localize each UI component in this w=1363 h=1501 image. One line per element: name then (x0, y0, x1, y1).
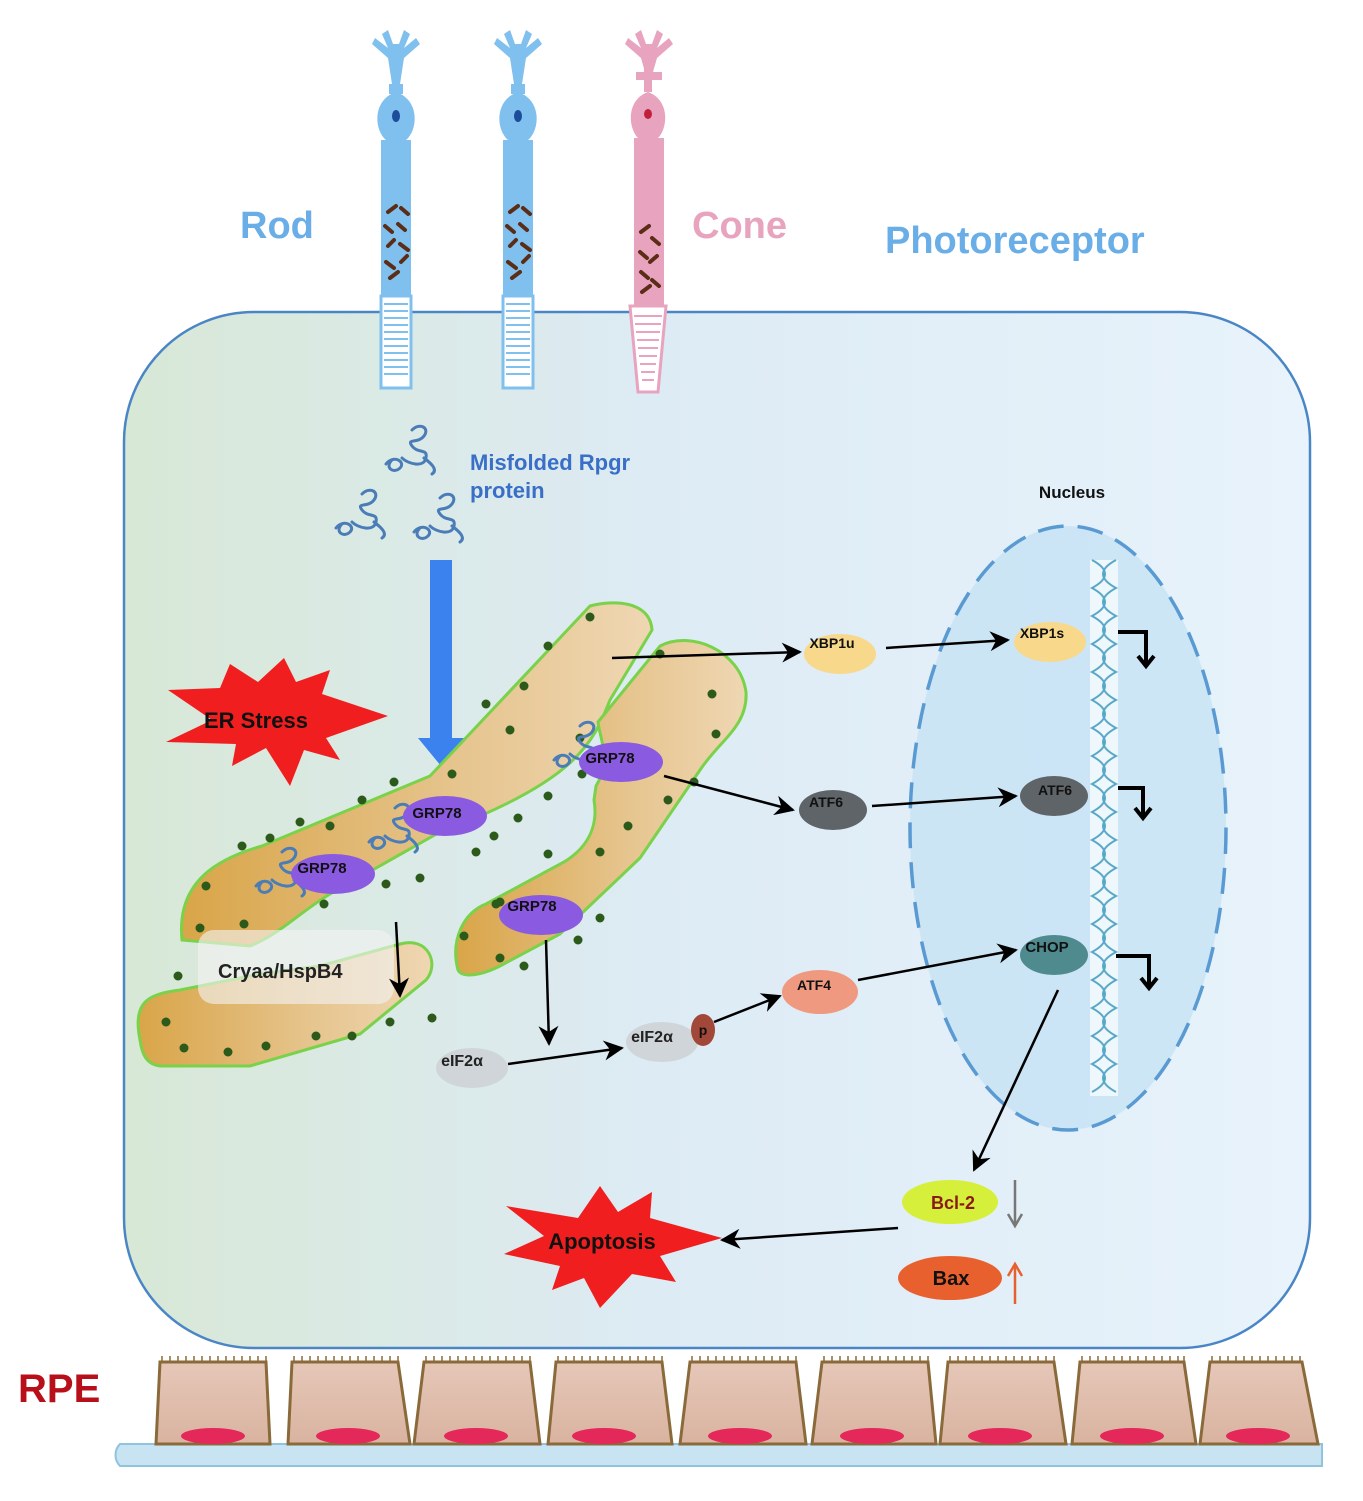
photoreceptor-label: Photoreceptor (885, 220, 1145, 262)
apoptosis-star (504, 1186, 722, 1308)
eif2a-label: eIF2α (441, 1053, 483, 1070)
atf6-node (799, 790, 867, 830)
transcription-arrow-icon (1116, 954, 1159, 992)
cone-label: Cone (692, 205, 787, 247)
grp78-node (499, 895, 583, 935)
xbp1s-node (1014, 622, 1086, 662)
atf6-label: ATF6 (809, 794, 843, 810)
grp78-label: GRP78 (507, 898, 556, 915)
grp78-node (403, 796, 487, 836)
atf6-nuclear-label: ATF6 (1038, 782, 1072, 798)
atf4-node (782, 970, 858, 1014)
rpe-cell (546, 1360, 674, 1446)
big-down-arrow (418, 560, 464, 766)
eif2a-node (436, 1048, 508, 1088)
rpe-cell (1198, 1360, 1320, 1446)
cone-cell (625, 30, 673, 394)
xbp1u-node (804, 634, 876, 674)
chop-node (1020, 935, 1088, 975)
eif2a-phospho-node (626, 1022, 698, 1062)
bruchs-membrane (114, 1443, 1323, 1467)
apoptosis-label: Apoptosis (548, 1229, 656, 1254)
pathway-arrows (389, 631, 1060, 1249)
rod-label: Rod (240, 205, 314, 247)
transcription-arrow-icon (1118, 786, 1153, 822)
transcription-arrow-icon (1118, 630, 1156, 670)
grp78-label: GRP78 (297, 860, 346, 877)
rpe-cell (412, 1360, 542, 1446)
xbp1u-label: XBP1u (809, 635, 854, 651)
rod-cell-1 (372, 30, 420, 390)
er-stress-label: ER Stress (204, 708, 308, 733)
er-stress-star (166, 658, 388, 786)
rpe-microvilli (161, 1356, 1301, 1362)
nucleus-label: Nucleus (1039, 483, 1105, 502)
bcl2-label: Bcl-2 (931, 1193, 975, 1213)
chop-label: CHOP (1025, 939, 1068, 956)
cryaa-hspb4-label: Cryaa/HspB4 (218, 961, 343, 983)
rpe-cell (1070, 1360, 1198, 1446)
nucleus (908, 524, 1228, 1132)
rpe-cell (678, 1360, 808, 1446)
bax-node (898, 1256, 1002, 1300)
grp78-label: GRP78 (412, 805, 461, 822)
dna-helix-icon (1089, 559, 1119, 1096)
rpe-cells (154, 1360, 1320, 1446)
down-arrow-icon (1006, 1180, 1024, 1229)
bax-label: Bax (933, 1268, 970, 1290)
grp78-node (579, 742, 663, 782)
grp78-node (291, 854, 375, 894)
misfolded-protein-label: Misfolded Rpgr protein (470, 450, 636, 503)
eif2a-phospho-label: eIF2α (631, 1029, 673, 1046)
grp78-label: GRP78 (585, 750, 634, 767)
rpe-cell (286, 1360, 412, 1446)
atf6-nuclear-node (1020, 776, 1088, 816)
rod-cell-2 (494, 30, 542, 390)
phosphate-label: p (699, 1022, 708, 1038)
rpe-cell (938, 1360, 1068, 1446)
cryaa-hspb4-box (198, 930, 394, 1004)
bcl2-node (902, 1180, 998, 1224)
rpe-cell (810, 1360, 938, 1446)
phosphate-node (691, 1014, 715, 1046)
rpe-cell (154, 1360, 272, 1446)
atf4-label: ATF4 (797, 977, 831, 993)
xbp1s-label: XBP1s (1020, 625, 1065, 641)
rpe-label: RPE (18, 1367, 100, 1411)
up-arrow-icon (1006, 1261, 1024, 1304)
